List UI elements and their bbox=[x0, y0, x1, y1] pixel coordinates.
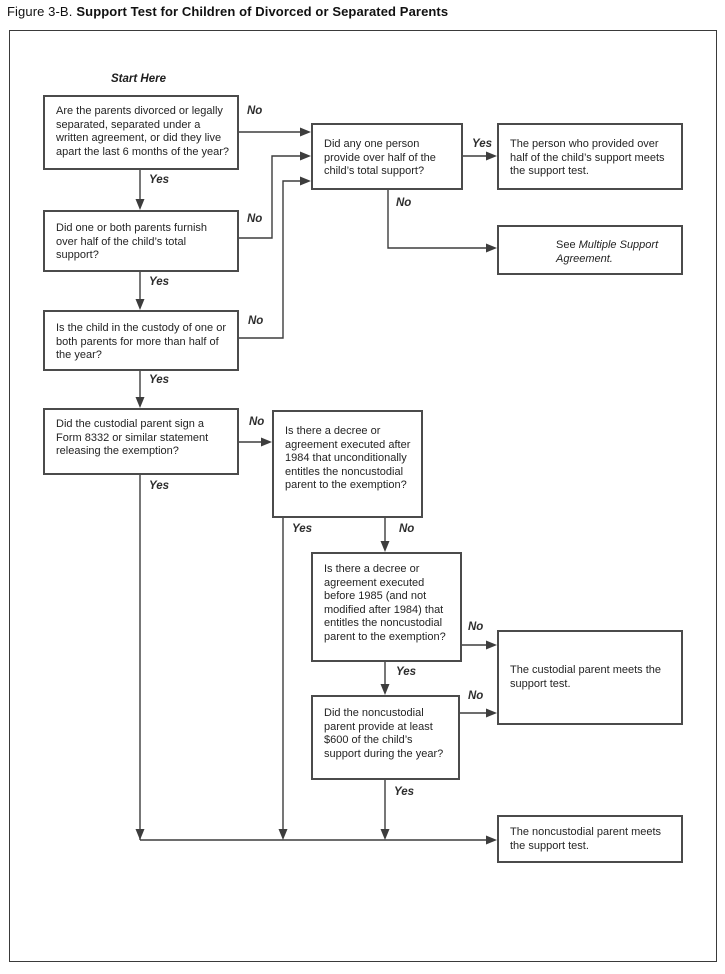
flow-box-form-8332-question: Did the custodial parent sign a Form 833… bbox=[43, 408, 239, 475]
flow-box-person-provided-result: The person who provided over half of the… bbox=[497, 123, 683, 190]
start-here-label: Start Here bbox=[111, 73, 166, 85]
edge-label-yes-decree-before: Yes bbox=[396, 666, 417, 678]
flow-box-parents-furnish-question: Did one or both parents furnish over hal… bbox=[43, 210, 239, 272]
edge-label-no-decree-before: No bbox=[468, 621, 484, 633]
flow-box-child-custody-question: Is the child in the custody of one or bo… bbox=[43, 310, 239, 371]
flow-box-any-one-person-question: Did any one person provide over half of … bbox=[311, 123, 463, 190]
edge-label-no-one-person: No bbox=[396, 197, 412, 209]
edge-label-yes-furnish: Yes bbox=[149, 276, 170, 288]
flow-box-multiple-support-result: See Multiple Support Agreement. bbox=[497, 225, 683, 275]
edge-label-no-custody: No bbox=[248, 315, 264, 327]
figure-title-prefix: Figure 3-B. bbox=[7, 4, 73, 19]
edge-label-yes-600: Yes bbox=[394, 786, 415, 798]
flow-box-decree-after-1984-question: Is there a decree or agreement executed … bbox=[272, 410, 423, 518]
edge-label-no-divorced: No bbox=[247, 105, 263, 117]
edge-label-yes-custody: Yes bbox=[149, 374, 170, 386]
flow-box-600-support-question: Did the noncustodial parent provide at l… bbox=[311, 695, 460, 780]
edge-label-yes-form8332: Yes bbox=[149, 480, 170, 492]
figure-title: Figure 3-B.Support Test for Children of … bbox=[7, 4, 448, 19]
edge-label-no-decree-after: No bbox=[399, 523, 415, 535]
edge-label-yes-divorced: Yes bbox=[149, 174, 170, 186]
multiple-support-italic-text: Multiple Support Agreement. bbox=[556, 239, 659, 265]
edge-label-no-form8332: No bbox=[249, 416, 265, 428]
edge-label-no-furnish: No bbox=[247, 213, 263, 225]
flow-box-custodial-parent-result: The custodial parent meets the support t… bbox=[497, 630, 683, 725]
figure-title-main: Support Test for Children of Divorced or… bbox=[76, 4, 449, 19]
flow-box-decree-before-1985-question: Is there a decree or agreement executed … bbox=[311, 552, 462, 662]
multiple-support-see-text: See bbox=[556, 239, 579, 251]
flow-box-parents-divorced-question: Are the parents divorced or legally sepa… bbox=[43, 95, 239, 170]
edge-label-yes-decree-after: Yes bbox=[292, 523, 313, 535]
edge-label-no-600: No bbox=[468, 690, 484, 702]
edge-label-yes-one-person: Yes bbox=[472, 138, 493, 150]
flow-box-noncustodial-parent-result: The noncustodial parent meets the suppor… bbox=[497, 815, 683, 863]
